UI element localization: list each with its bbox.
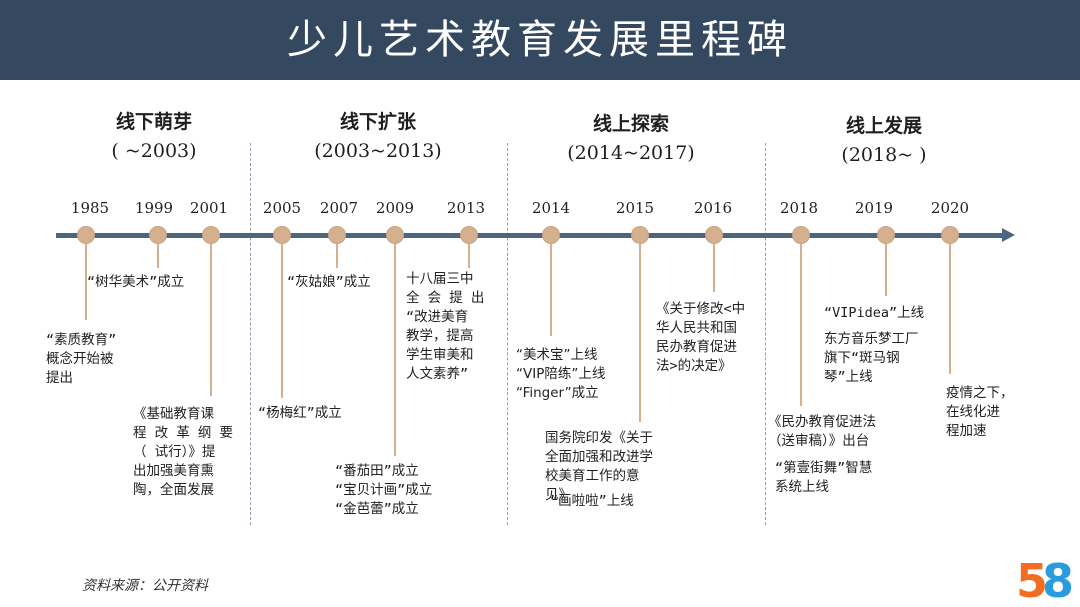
year-label: 2007 <box>319 199 359 217</box>
connector-line <box>800 244 802 406</box>
phase-offline-expansion: 线下扩张 (2003~2013) <box>268 110 488 162</box>
event-2005: “杨梅红”成立 <box>258 405 342 421</box>
timeline-node <box>386 226 404 244</box>
connector-line <box>157 244 159 268</box>
year-label: 1999 <box>134 199 174 217</box>
svg-text:5: 5 <box>1016 554 1048 603</box>
connector-line <box>394 244 396 456</box>
phase-range: (2018~ ) <box>841 144 927 166</box>
arrow-right-icon <box>1002 228 1015 242</box>
timeline-node <box>631 226 649 244</box>
event-2020: 疫情之下，在线化进程加速 <box>946 385 1014 439</box>
connector-line <box>713 244 715 292</box>
phase-name: 线下萌芽 <box>115 111 192 133</box>
event-2016: 《关于修改<中华人民共和国民办教育促进法>的决定》 <box>656 301 746 374</box>
timeline-node <box>542 226 560 244</box>
58-logo-icon: 5 8 <box>1016 554 1072 603</box>
year-label: 2014 <box>531 199 571 217</box>
year-label: 2018 <box>779 199 819 217</box>
connector-line <box>281 244 283 398</box>
timeline-node <box>77 226 95 244</box>
timeline-node <box>460 226 478 244</box>
connector-line <box>949 244 951 374</box>
year-label: 2016 <box>693 199 733 217</box>
event-2015: 国务院印发《关于全面加强和改进学校美育工作的意见》 <box>545 430 653 503</box>
timeline-node <box>705 226 723 244</box>
phase-name: 线上探索 <box>592 113 669 135</box>
event-2019: “VIPidea”上线东方音乐梦工厂旗下“斑马钢琴”上线 <box>824 305 925 385</box>
phase-range: ( ~2003) <box>111 140 197 162</box>
page-title: 少儿艺术教育发展里程碑 <box>287 17 793 63</box>
event-2018: 《民办教育促进法（送审稿）》出台 <box>768 414 876 449</box>
year-label: 2001 <box>189 199 229 217</box>
connector-line <box>468 244 470 268</box>
phase-online-exploration: 线上探索 (2014~2017) <box>521 112 741 164</box>
title-banner: 少儿艺术教育发展里程碑 <box>0 0 1080 80</box>
phase-range: (2003~2013) <box>314 140 442 162</box>
year-label: 2009 <box>375 199 415 217</box>
timeline-node <box>149 226 167 244</box>
event-2014: “美术宝”上线“VIP陪练”上线“Finger”成立 <box>516 347 606 401</box>
event-1999: “树华美术”成立 <box>87 274 185 290</box>
year-label: 2013 <box>446 199 486 217</box>
event-2007: “灰姑娘”成立 <box>287 274 371 290</box>
event-2001: 《基础教育课程 改 革 纲 要（ 试行）》提出加强美育熏陶，全面发展 <box>133 406 234 498</box>
year-label: 2015 <box>615 199 655 217</box>
year-label: 1985 <box>70 199 110 217</box>
year-label: 2020 <box>930 199 970 217</box>
svg-text:8: 8 <box>1042 554 1072 603</box>
phase-divider <box>507 143 508 525</box>
phase-online-development: 线上发展 (2018~ ) <box>774 114 994 166</box>
phase-range: (2014~2017) <box>567 142 695 164</box>
connector-line <box>85 244 87 320</box>
source-note: 资料来源：公开资料 <box>82 578 208 594</box>
connector-line <box>885 244 887 296</box>
year-label: 2019 <box>854 199 894 217</box>
connector-line <box>210 244 212 396</box>
event-2009: “番茄田”成立“宝贝计画”成立“金芭蕾”成立 <box>335 463 433 517</box>
timeline-node <box>877 226 895 244</box>
timeline-node <box>792 226 810 244</box>
phase-offline-budding: 线下萌芽 ( ~2003) <box>44 110 264 162</box>
year-label: 2005 <box>262 199 302 217</box>
connector-line <box>639 244 641 422</box>
event-2018-street-dance: “第壹街舞”智慧系统上线 <box>775 460 873 495</box>
timeline-node <box>273 226 291 244</box>
phase-divider <box>250 143 251 525</box>
connector-line <box>550 244 552 336</box>
phase-name: 线下扩张 <box>339 111 416 133</box>
phase-divider <box>765 143 766 525</box>
phase-name: 线上发展 <box>845 115 922 137</box>
event-1985: “素质教育”概念开始被提出 <box>46 332 117 386</box>
timeline-axis <box>56 233 1004 238</box>
timeline-node <box>328 226 346 244</box>
timeline-node <box>202 226 220 244</box>
event-2015-hualala: “画啦啦”上线 <box>550 493 634 509</box>
event-2013: 十八届三中全 会 提 出“改进美育教学，提高学生审美和人文素养” <box>406 271 485 382</box>
connector-line <box>336 244 338 268</box>
timeline-node <box>941 226 959 244</box>
